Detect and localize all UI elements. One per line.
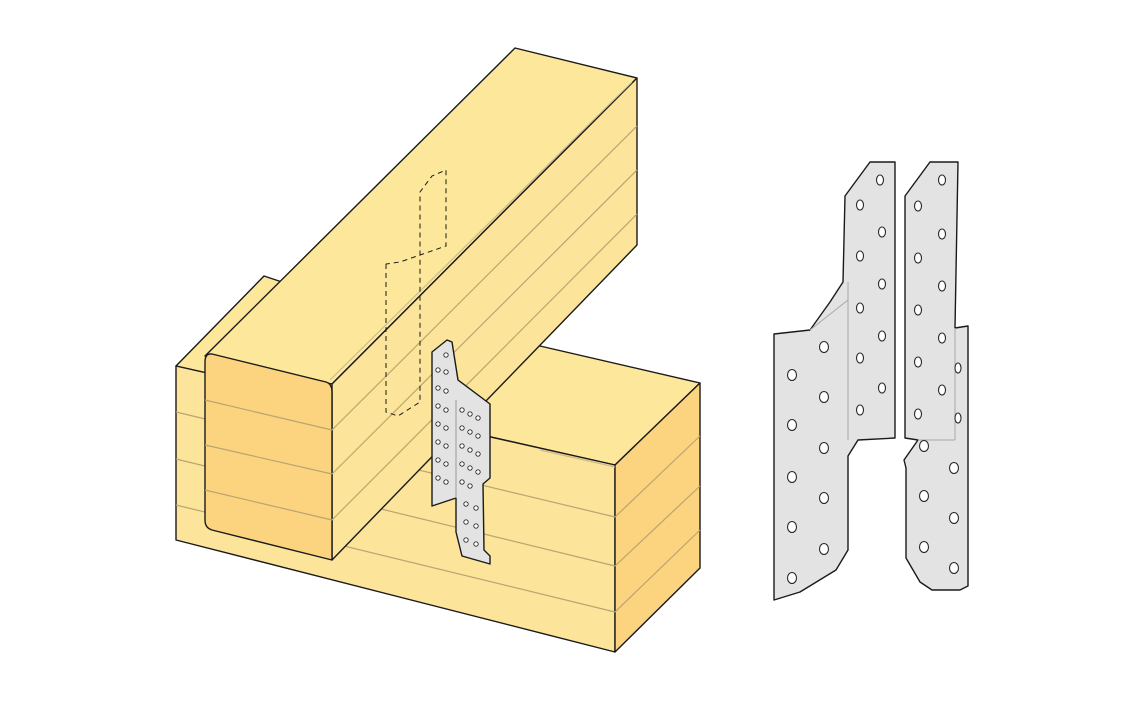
main-beam-end-face	[614, 382, 701, 653]
installed-hanger-holes	[435, 352, 481, 547]
hanger-pair	[773, 161, 969, 601]
installed-hanger	[431, 339, 491, 565]
hanger-left-holes	[786, 174, 887, 585]
joist-end-face	[204, 353, 333, 561]
hanger-left-plate	[773, 161, 896, 601]
hanger-right	[903, 161, 969, 591]
hanger-left	[773, 161, 896, 601]
hanger-right-plate	[903, 161, 969, 591]
hidden-hanger-outline	[385, 169, 447, 417]
joist	[204, 47, 638, 561]
hanger-right-holes	[913, 174, 962, 575]
timber-assembly	[175, 47, 701, 653]
